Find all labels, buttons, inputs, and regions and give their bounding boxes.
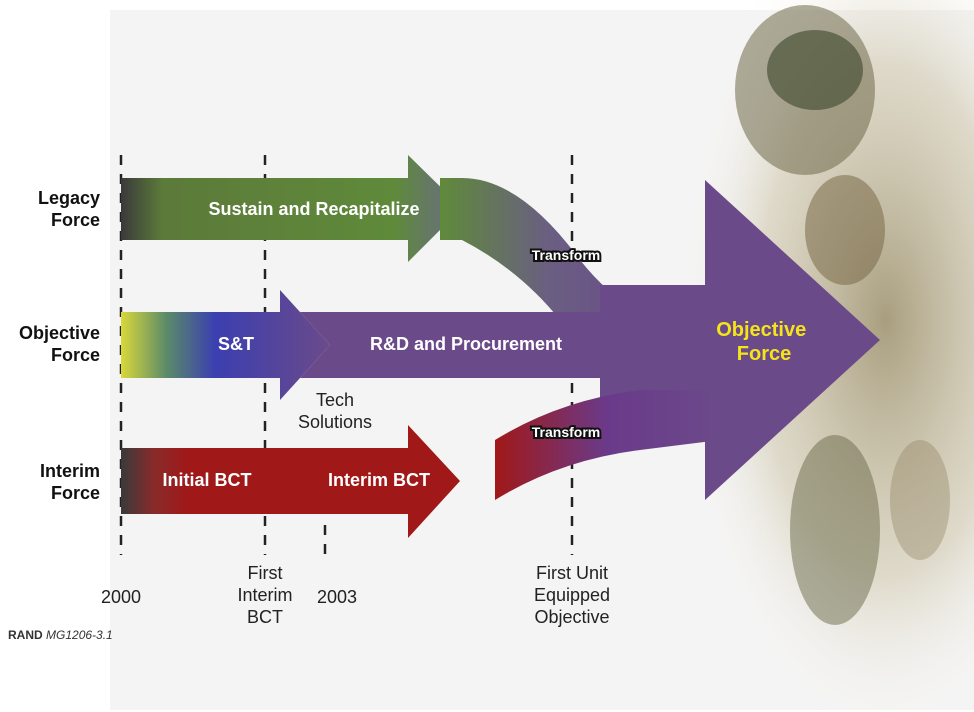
st-arrow — [121, 290, 330, 400]
objective-force-line2: Force — [737, 343, 791, 365]
interim-transform-curve — [495, 390, 720, 500]
transform-bottom-label: Transform — [532, 424, 600, 440]
milestone-first-interim-bct: First Interim BCT — [237, 563, 293, 627]
credit-code: MG1206-3.1 — [46, 628, 113, 642]
rd-arrow — [300, 290, 645, 400]
row-label-interim: Interim Force — [39, 461, 100, 503]
objective-force-arrow — [600, 180, 880, 500]
credit-org: RAND — [8, 628, 43, 642]
rd-label: R&D and Procurement — [370, 334, 562, 354]
milestone-2003: 2003 — [316, 587, 358, 607]
transform-bottom-outline: Transform — [532, 424, 600, 440]
objective-force-line1: Objective — [716, 319, 806, 341]
milestone-first-unit: First Unit Equipped Objective — [533, 563, 611, 627]
transform-top-outline: Transform — [532, 247, 600, 263]
interim-bct-label: Interim BCT — [328, 470, 430, 490]
interim-arrow — [121, 425, 460, 538]
row-label-objective: Objective Force — [18, 323, 100, 365]
st-label: S&T — [218, 334, 254, 354]
milestone-2000: 2000 — [100, 587, 142, 607]
figure-credit: RAND MG1206-3.1 — [8, 628, 113, 642]
initial-bct-label: Initial BCT — [163, 470, 252, 490]
transform-top-label: Transform — [532, 247, 600, 263]
milestone-tech-solutions: Tech Solutions — [297, 390, 373, 432]
sustain-label: Sustain and Recapitalize — [208, 199, 419, 219]
legacy-arrow — [121, 155, 462, 262]
objective-force-label: Objective Force — [716, 319, 812, 365]
row-label-legacy: Legacy Force — [37, 188, 100, 230]
